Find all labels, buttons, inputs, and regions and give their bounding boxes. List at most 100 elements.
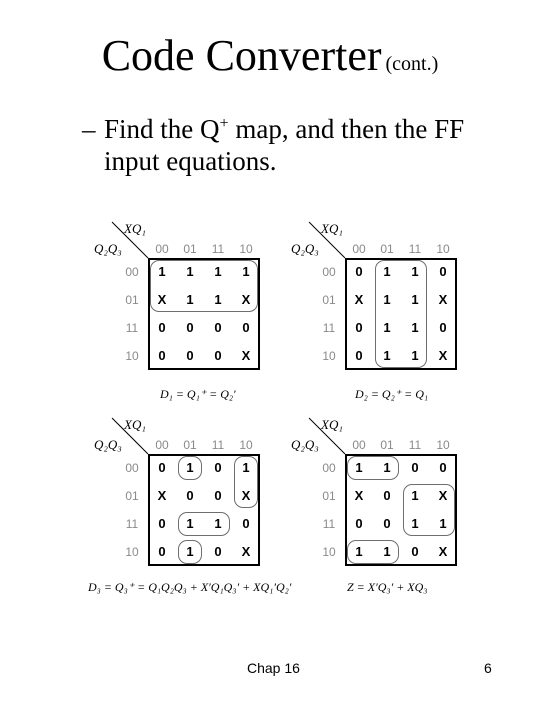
kmap-cell: X xyxy=(354,292,364,307)
kmap-row-header: 11 xyxy=(322,517,336,531)
equation-d2: D₂ = Q₂⁺ = Q₁ xyxy=(355,387,429,401)
kmap-column-header: 01 xyxy=(183,438,197,452)
kmap-cell: 0 xyxy=(186,348,194,363)
kmap-cell: 0 xyxy=(158,460,166,475)
kmap-cell: 1 xyxy=(411,292,419,307)
kmap-row-header: 10 xyxy=(125,545,139,559)
kmap-column-header: 00 xyxy=(352,438,366,452)
kmap-cell: 1 xyxy=(242,264,250,279)
kmap-row-header: 11 xyxy=(125,321,139,335)
kmap-cell: 1 xyxy=(355,544,363,559)
kmap-diagonal-line xyxy=(308,221,346,259)
kmap-diagonal-line xyxy=(111,417,149,455)
kmap-cell: 0 xyxy=(355,264,363,279)
bullet-superscript: + xyxy=(219,114,229,132)
kmap-cell: 0 xyxy=(186,320,194,335)
kmap-column-header: 11 xyxy=(408,242,422,256)
kmap-cell: 0 xyxy=(214,320,222,335)
title-main: Code Converter xyxy=(101,31,382,80)
footer-page-number: 6 xyxy=(484,660,492,676)
title-sub: (cont.) xyxy=(385,53,439,75)
kmap-column-header: 00 xyxy=(155,242,169,256)
kmap-cell: 1 xyxy=(411,516,419,531)
kmap-row-header: 00 xyxy=(322,265,336,279)
kmap-cell: X xyxy=(241,348,251,363)
kmap-column-header: 10 xyxy=(239,242,253,256)
kmap-cell: X xyxy=(438,348,448,363)
kmap-cell: 0 xyxy=(439,460,447,475)
kmap-grouping-loop xyxy=(347,456,399,480)
kmap-column-header: 01 xyxy=(183,242,197,256)
kmap-cell: X xyxy=(241,292,251,307)
kmap-column-header: 11 xyxy=(408,438,422,452)
kmap-cell: 1 xyxy=(242,460,250,475)
kmap-column-header: 10 xyxy=(239,438,253,452)
kmap-cell: 1 xyxy=(186,292,194,307)
kmap-grouping-loop xyxy=(178,512,230,536)
kmap-column-variables: XQ₁ xyxy=(321,417,343,432)
kmap-cell: 1 xyxy=(383,264,391,279)
kmap-row-variables: Q₂Q₃ xyxy=(291,437,319,452)
kmap-cell: 1 xyxy=(214,516,222,531)
bullet-text-part2: map, and then the FF input equations. xyxy=(104,114,465,176)
kmap-row-header: 10 xyxy=(322,545,336,559)
kmap-cell: 0 xyxy=(158,320,166,335)
kmap-column-header: 10 xyxy=(436,242,450,256)
footer-chapter: Chap 16 xyxy=(247,660,300,676)
equation-d1: D₁ = Q₁⁺ = Q₂′ xyxy=(160,387,236,401)
kmap-cell: 1 xyxy=(158,264,166,279)
kmap-cell: X xyxy=(438,544,448,559)
kmap-diagonal-line xyxy=(308,417,346,455)
kmap-row-header: 01 xyxy=(125,489,139,503)
kmap-cell: 0 xyxy=(214,348,222,363)
kmap-cell: 0 xyxy=(355,516,363,531)
kmap-cell: 0 xyxy=(411,460,419,475)
kmap-cell: 0 xyxy=(186,488,194,503)
kmap-grid xyxy=(345,258,457,370)
kmap-cell: 1 xyxy=(411,320,419,335)
kmap-column-header: 01 xyxy=(380,438,394,452)
kmap-cell: X xyxy=(157,292,167,307)
kmap-row-header: 01 xyxy=(125,293,139,307)
kmap-diagonal-line xyxy=(111,221,149,259)
kmap-grouping-loop xyxy=(347,540,399,564)
kmap-row-header: 10 xyxy=(125,349,139,363)
kmap-cell: 1 xyxy=(383,348,391,363)
kmap-row-header: 11 xyxy=(322,321,336,335)
kmap-grouping-loop xyxy=(234,456,258,508)
bullet-text: Find the Q+ map, and then the FF input e… xyxy=(104,113,504,177)
kmap-cell: 1 xyxy=(439,516,447,531)
kmap-cell: 0 xyxy=(383,488,391,503)
kmap-cell: 1 xyxy=(186,516,194,531)
kmap-cell: 1 xyxy=(411,264,419,279)
kmap-cell: 0 xyxy=(383,516,391,531)
kmap-cell: 0 xyxy=(242,516,250,531)
kmap-cell: 0 xyxy=(214,544,222,559)
kmap-cell: 1 xyxy=(214,292,222,307)
kmap-column-variables: XQ₁ xyxy=(124,417,146,432)
kmap-cell: 1 xyxy=(214,264,222,279)
kmap-cell: 1 xyxy=(186,460,194,475)
kmap-grouping-loop xyxy=(403,484,455,536)
kmap-cell: 1 xyxy=(355,460,363,475)
kmap-row-variables: Q₂Q₃ xyxy=(94,437,122,452)
equation-z: Z = X′Q₃′ + XQ₃ xyxy=(347,580,428,594)
kmap-cell: 0 xyxy=(439,264,447,279)
kmap-column-header: 11 xyxy=(211,242,225,256)
kmap-cell: 0 xyxy=(439,320,447,335)
kmap-cell: 0 xyxy=(242,320,250,335)
kmap-grid xyxy=(148,258,260,370)
kmap-cell: 1 xyxy=(383,460,391,475)
kmap-cell: 1 xyxy=(411,348,419,363)
kmap-column-header: 11 xyxy=(211,438,225,452)
equation-d3: D₃ = Q₃⁺ = Q₁Q₂Q₃ + X′Q₁Q₃′ + XQ₁′Q₂′ xyxy=(88,580,292,594)
kmap-cell: 1 xyxy=(186,544,194,559)
kmap-column-variables: XQ₁ xyxy=(124,221,146,236)
kmap-row-variables: Q₂Q₃ xyxy=(94,241,122,256)
bullet-text-part1: Find the Q xyxy=(104,114,220,144)
kmap-column-variables: XQ₁ xyxy=(321,221,343,236)
